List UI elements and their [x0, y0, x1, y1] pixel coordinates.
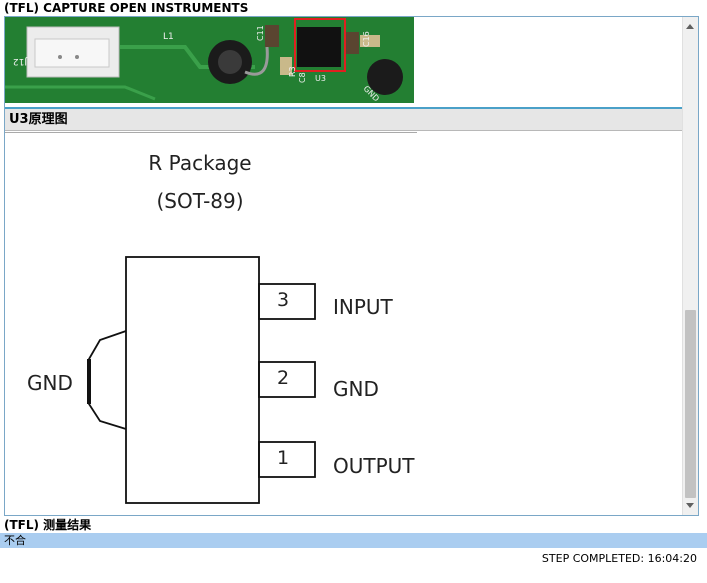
pin-1-label: OUTPUT: [333, 454, 415, 478]
silk-label-l1: L1: [163, 32, 174, 42]
pin-2-box: [258, 361, 316, 398]
pin-1-box: [258, 441, 316, 478]
pin-3-box: [258, 283, 316, 320]
silk-label-c8: C8: [298, 72, 307, 83]
silk-label-u3: U3: [315, 74, 326, 83]
vertical-scrollbar[interactable]: [682, 17, 698, 515]
scroll-thumb[interactable]: [685, 310, 696, 498]
scroll-down-icon[interactable]: [686, 503, 694, 508]
content-frame: J12 C11 L1 R3 C8 U3 C16 GND U3原理图 R Pack…: [4, 16, 699, 516]
silk-label-c16: C16: [362, 31, 371, 47]
step-completed-status: STEP COMPLETED: 16:04:20: [541, 552, 697, 565]
result-row[interactable]: 不合: [0, 533, 707, 548]
pin-2-label: GND: [333, 377, 379, 401]
tab-label: GND: [27, 371, 73, 395]
package-name: R Package: [148, 151, 251, 175]
package-type: (SOT-89): [156, 189, 243, 213]
pin-2-number: 2: [277, 367, 289, 389]
section-header: U3原理图: [5, 109, 684, 131]
silk-label-j12: J12: [13, 56, 28, 66]
silk-label-r3: R3: [288, 66, 297, 77]
chip-tab: [88, 330, 127, 430]
u3-schematic: R Package (SOT-89) GND 3 INPUT 2 GND 1 O…: [5, 131, 417, 512]
pcb-photo-drawing: J12 C11 L1 R3 C8 U3 C16 GND: [5, 17, 414, 103]
photo-divider: [5, 107, 684, 109]
result-title: (TFL) 测量结果: [4, 518, 92, 532]
pin-1-number: 1: [277, 447, 289, 469]
scroll-up-icon[interactable]: [686, 24, 694, 29]
result-value: 不合: [4, 534, 26, 547]
section-title: U3原理图: [9, 112, 68, 127]
pin-3-number: 3: [277, 289, 289, 311]
chip-body: [125, 256, 260, 504]
window-title: (TFL) CAPTURE OPEN INSTRUMENTS: [4, 1, 249, 15]
pcb-photo: J12 C11 L1 R3 C8 U3 C16 GND: [5, 17, 414, 103]
schematic-drawing: R Package (SOT-89) GND 3 INPUT 2 GND 1 O…: [5, 131, 417, 504]
silk-label-c11: C11: [256, 25, 265, 41]
pin-3-label: INPUT: [333, 295, 394, 319]
